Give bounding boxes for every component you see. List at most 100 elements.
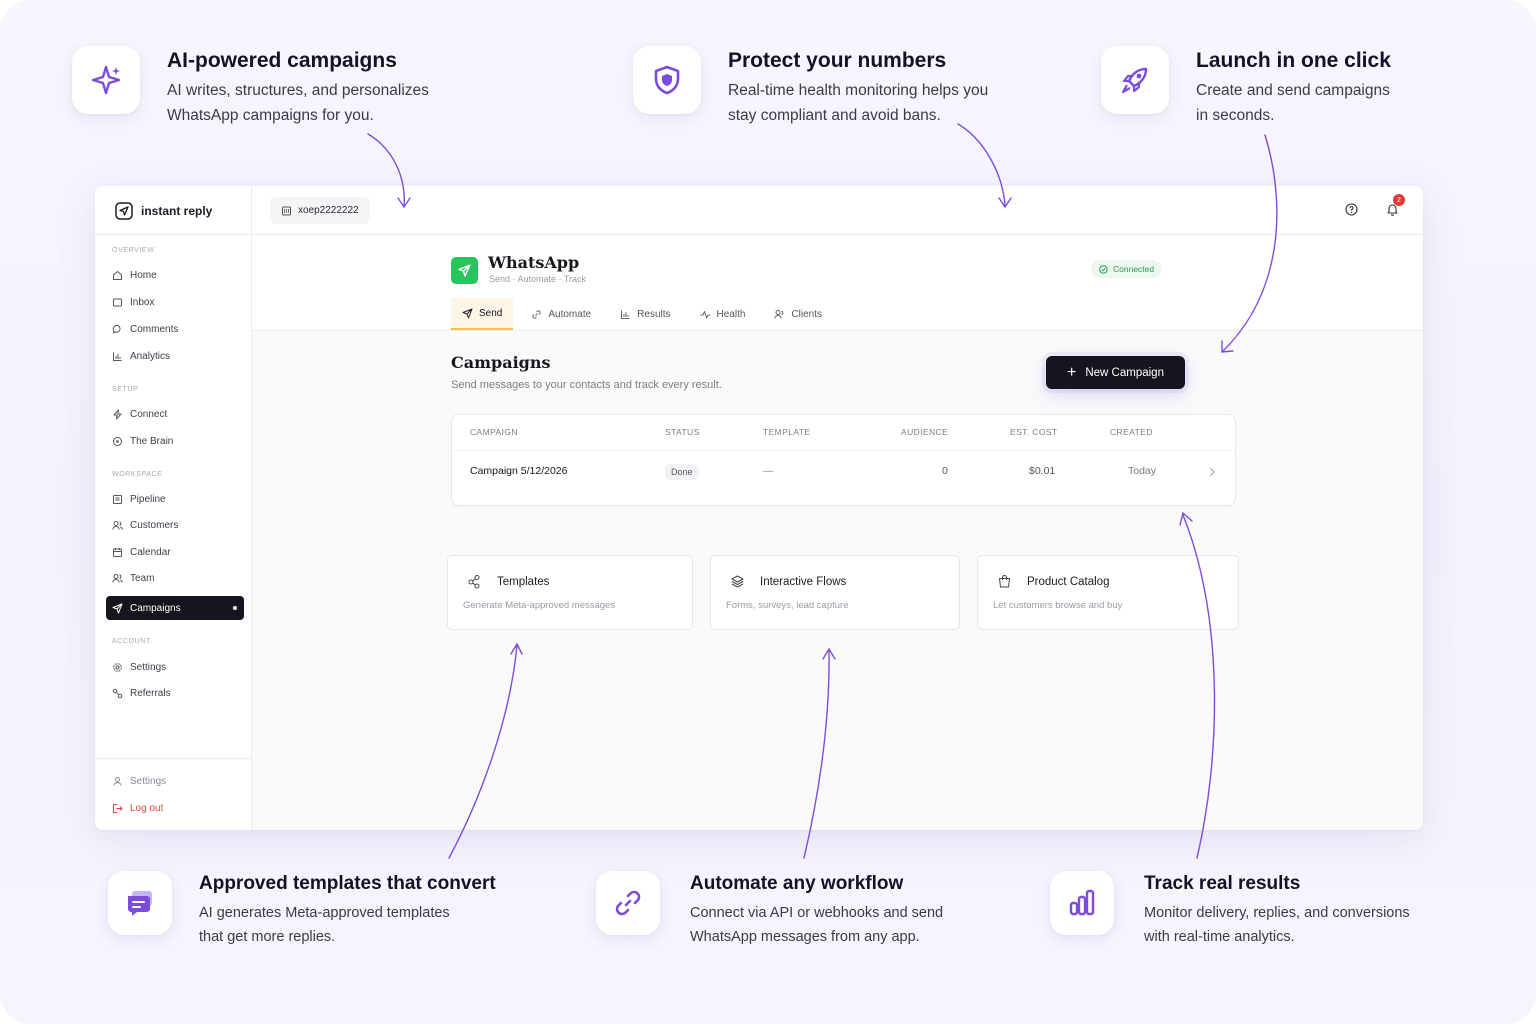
notifications-button[interactable]: 2 [1386,194,1405,222]
send-icon [112,603,123,613]
tab-send[interactable]: Send [451,298,514,330]
channel-tagline: Send · Automate · Track [489,274,587,284]
sidebar-item-label: Analytics [130,350,171,362]
new-campaign-button[interactable]: + New Campaign [1046,356,1185,389]
card-title: Templates [497,576,550,588]
sidebar-item-pipeline[interactable]: Pipeline [106,487,244,511]
status-badge: Connected [1091,260,1163,278]
gear-icon [113,662,122,672]
templates-card[interactable]: Templates Generate Meta-approved message… [447,555,693,630]
plus-icon: + [1067,363,1077,381]
status-label: Connected [1113,264,1155,274]
active-dot [233,606,237,610]
channel-tabs: Send Automate Results Health Clients [451,298,840,330]
section-label-setup: SETUP [112,386,139,393]
bolt-icon [113,409,122,419]
logout-button[interactable]: Log out [106,796,244,820]
sidebar-item-connect[interactable]: Connect [106,402,244,426]
sidebar-item-team[interactable]: Team [106,566,244,590]
bell-icon [1387,204,1398,216]
users-icon [112,520,123,530]
user-icon [113,776,122,786]
tab-automate[interactable]: Automate [520,298,602,330]
tab-label: Automate [548,308,592,320]
feature-ai-campaigns: AI-powered campaigns AI writes, structur… [72,46,429,128]
feature-protect-numbers: Protect your numbers Real-time health mo… [633,46,988,128]
divider [95,758,252,759]
main-content: WhatsApp Send · Automate · Track Connect… [252,235,1423,830]
new-campaign-label: New Campaign [1085,366,1164,379]
sidebar-item-settings[interactable]: Settings [106,655,244,679]
sidebar-item-campaigns[interactable]: Campaigns [106,596,244,620]
tab-health[interactable]: Health [689,298,757,330]
column-header-status: STATUS [665,427,700,437]
column-header-created: CREATED [1110,427,1153,437]
card-title: Interactive Flows [760,576,847,588]
tab-label: Clients [791,308,823,320]
app-window: instant reply OVERVIEW Home Inbox Commen… [95,186,1423,830]
card-desc: Forms, surveys, lead capture [726,600,849,611]
feature-title: Track real results [1144,873,1301,894]
column-header-cost: EST. COST [1010,427,1058,437]
sidebar-item-inbox[interactable]: Inbox [106,290,244,314]
tab-results[interactable]: Results [609,298,681,330]
shield-icon [633,46,701,114]
sidebar-item-referrals[interactable]: Referrals [106,681,244,705]
sidebar-item-label: Comments [130,323,179,335]
feature-track-results: Track real results Monitor delivery, rep… [1050,871,1410,949]
feature-desc: Monitor delivery, replies, and conversio… [1144,904,1410,945]
sidebar-item-label: Customers [130,519,179,531]
section-label-workspace: WORKSPACE [112,471,163,478]
account-switcher[interactable]: xoep2222222 [270,197,370,224]
building-icon [282,206,291,216]
analytics-icon [113,352,122,361]
column-header-audience: AUDIENCE [901,427,949,437]
link-icon [596,871,660,935]
card-desc: Generate Meta-approved messages [463,600,616,611]
chevron-right-icon [1210,468,1215,476]
sidebar-item-the-brain[interactable]: The Brain [106,429,244,453]
campaign-name: Campaign 5/12/2026 [470,465,568,477]
footer-settings[interactable]: Settings [106,769,244,793]
table-row[interactable]: Campaign 5/12/2026 Done — 0 $0.01 Today [452,451,1235,506]
check-circle-icon [1099,264,1108,274]
feature-title: Approved templates that convert [199,873,496,894]
help-icon[interactable] [1345,203,1358,221]
campaigns-section: Campaigns Send messages to your contacts… [252,332,1423,830]
sidebar-item-customers[interactable]: Customers [106,513,244,537]
tab-label: Send [479,307,503,319]
audience-value: 0 [942,465,948,477]
referrals-icon [112,688,123,698]
brand[interactable]: instant reply [115,202,212,220]
notification-badge: 2 [1393,194,1405,206]
pipeline-icon [113,494,122,504]
topbar: xoep2222222 2 [252,186,1423,235]
template-value: — [763,465,774,477]
layers-icon [731,575,744,588]
link-icon [532,309,542,319]
footer-settings-label: Settings [130,775,167,787]
users-icon [774,309,784,319]
tab-clients[interactable]: Clients [763,298,833,330]
card-title: Product Catalog [1027,576,1110,588]
sidebar-item-home[interactable]: Home [106,263,244,287]
interactive-flows-card[interactable]: Interactive Flows Forms, surveys, lead c… [710,555,960,630]
page-subtitle: Send messages to your contacts and track… [451,379,722,391]
pulse-icon [700,310,711,318]
sidebar-item-comments[interactable]: Comments [106,317,244,341]
rocket-icon [1101,46,1169,114]
sidebar: instant reply OVERVIEW Home Inbox Commen… [95,186,252,830]
sparkle-icon [72,46,140,114]
sidebar-item-calendar[interactable]: Calendar [106,540,244,564]
feature-title: Launch in one click [1196,49,1391,72]
sidebar-item-label: Inbox [130,296,155,308]
channel-header: WhatsApp Send · Automate · Track Connect… [252,235,1423,331]
sidebar-item-analytics[interactable]: Analytics [106,344,244,368]
product-catalog-card[interactable]: Product Catalog Let customers browse and… [977,555,1239,630]
cost-value: $0.01 [1029,465,1056,477]
column-header-template: TEMPLATE [763,427,811,437]
sidebar-item-label: Home [130,269,157,281]
